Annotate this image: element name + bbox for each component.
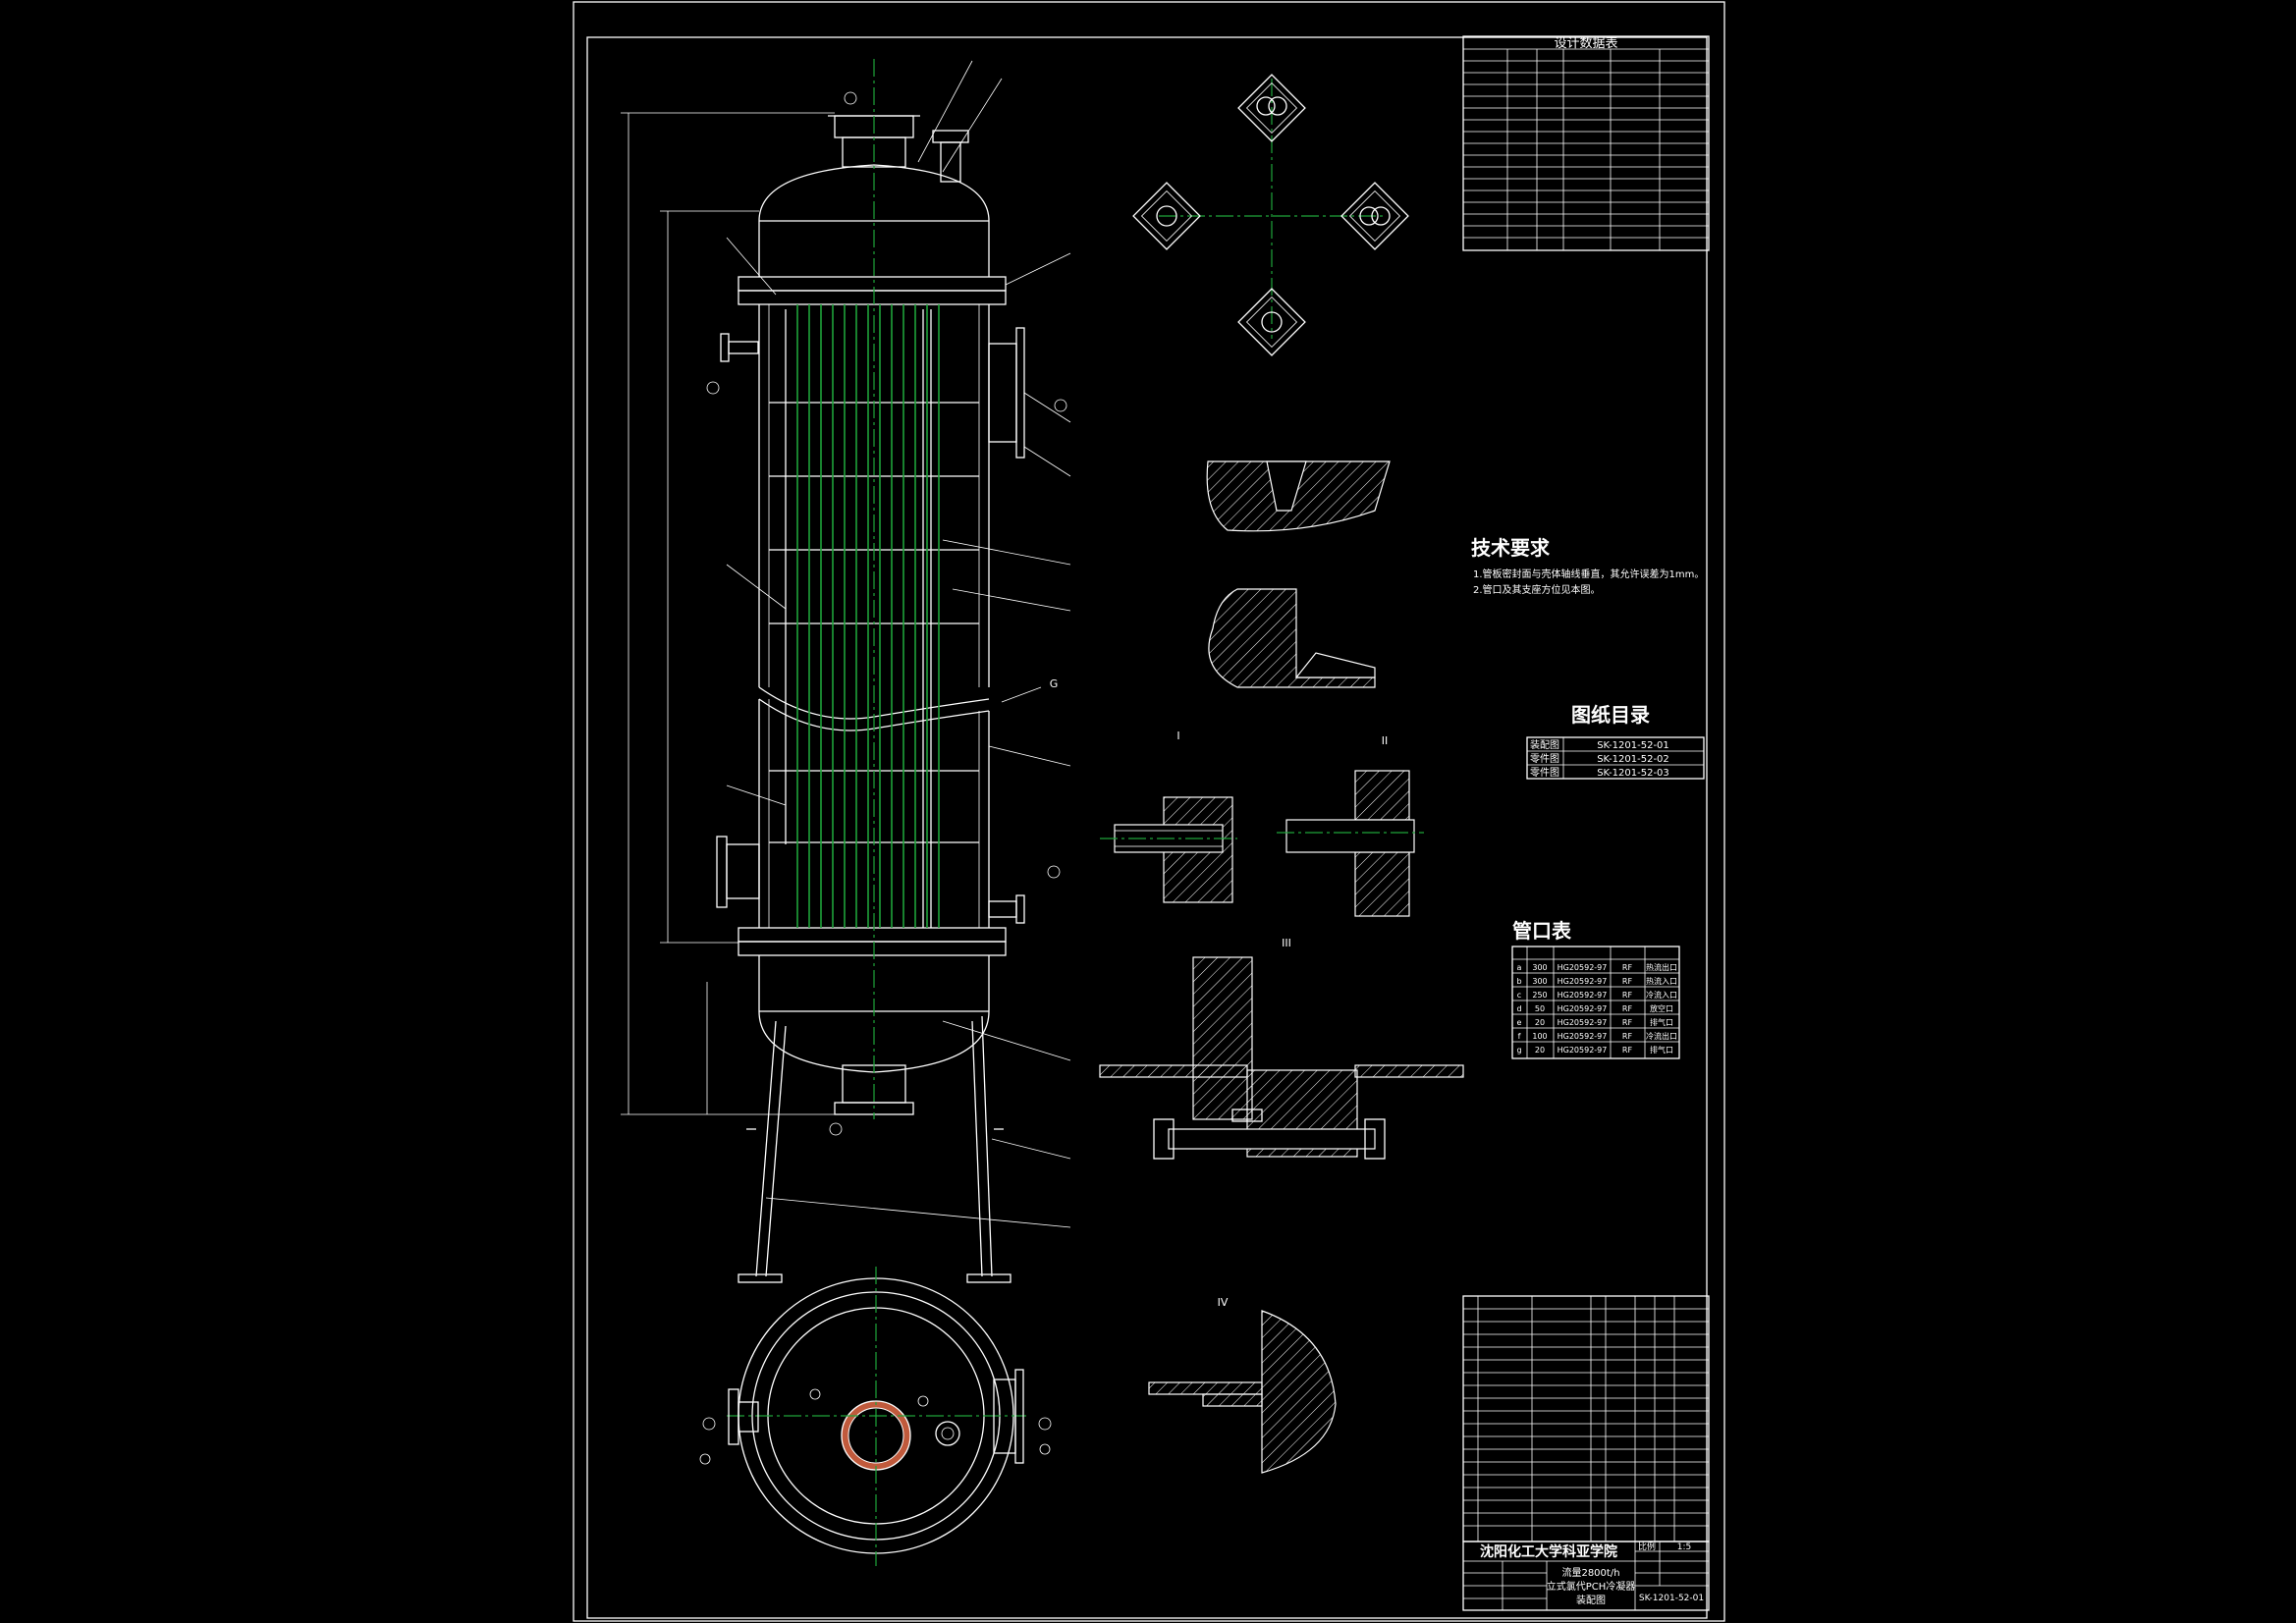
tech-req-line-2: 2.管口及其支座方位见本图。 xyxy=(1473,583,1601,596)
nozzle-a-mark: a xyxy=(1517,963,1522,972)
nozzle-f-dn: 100 xyxy=(1532,1032,1547,1041)
drawing-list-type-3: 零件图 xyxy=(1530,767,1559,779)
nozzle-e-use: 排气口 xyxy=(1650,1017,1673,1027)
flange-bolt-detail: III xyxy=(1099,937,1464,1160)
title-block: 沈阳化工大学科亚学院 流量2800t/h 立式氯代PCH冷凝器 装配图 比例 1… xyxy=(1462,1541,1710,1611)
nozzle-e-face: RF xyxy=(1622,1018,1633,1027)
detail-3-label: III xyxy=(1282,937,1291,949)
nozzle-orientation-diagram xyxy=(1132,74,1409,356)
nozzle-c-std: HG20592-97 xyxy=(1558,991,1608,1000)
nozzle-f-mark: f xyxy=(1518,1032,1521,1041)
drawing-list-no-3: SK-1201-52-03 xyxy=(1597,768,1669,779)
school-name: 沈阳化工大学科亚学院 xyxy=(1480,1543,1617,1560)
design-table-title: 设计数据表 xyxy=(1554,36,1617,51)
nozzle-d-face: RF xyxy=(1622,1004,1633,1013)
inner-border xyxy=(586,36,1708,1619)
tech-req-title: 技术要求 xyxy=(1471,536,1551,560)
tube-joint-detail-2: II xyxy=(1277,734,1424,917)
outer-border xyxy=(573,1,1725,1622)
nozzle-f-std: HG20592-97 xyxy=(1558,1032,1608,1041)
nozzle-e-dn: 20 xyxy=(1535,1018,1545,1027)
drawing-list: 图纸目录 装配图 SK-1201-52-01 零件图 SK-1201-52-02… xyxy=(1526,703,1705,780)
design-data-table: 设计数据表 xyxy=(1462,35,1710,251)
drawing-list-no-1: SK-1201-52-01 xyxy=(1597,740,1669,751)
weld-detail-4: IV xyxy=(1148,1296,1337,1474)
tube-joint-detail-1: I xyxy=(1100,730,1237,903)
parts-list xyxy=(1462,1295,1710,1542)
nozzle-g-dn: 20 xyxy=(1535,1046,1545,1055)
drawing-list-type-2: 零件图 xyxy=(1530,753,1559,765)
nozzle-b-dn: 300 xyxy=(1532,977,1547,986)
drawing-list-type-1: 装配图 xyxy=(1530,738,1559,751)
nozzle-b-std: HG20592-97 xyxy=(1558,977,1608,986)
weld-detail-1 xyxy=(1206,460,1391,532)
nozzle-c-use: 冷流入口 xyxy=(1646,990,1677,1000)
nozzle-d-mark: d xyxy=(1516,1004,1521,1013)
nozzle-d-use: 放空口 xyxy=(1650,1003,1673,1013)
detail-4-label: IV xyxy=(1218,1296,1229,1309)
nozzle-f-face: RF xyxy=(1622,1032,1633,1041)
nozzle-d-std: HG20592-97 xyxy=(1558,1004,1608,1013)
vessel-top-view xyxy=(699,1267,1052,1566)
nozzle-e-std: HG20592-97 xyxy=(1558,1018,1608,1027)
nozzle-b-face: RF xyxy=(1622,977,1633,986)
nozzle-a-face: RF xyxy=(1622,963,1633,972)
detail-2-label: II xyxy=(1382,734,1389,747)
nozzle-a-dn: 300 xyxy=(1532,963,1547,972)
nozzle-e-mark: e xyxy=(1517,1018,1522,1027)
detail-1-label: I xyxy=(1176,730,1179,742)
nozzle-table: 管口表 a 300 HG20592-97 RF 热流出口 b 300 HG205… xyxy=(1511,919,1680,1059)
drawing-name-line-2: 立式氯代PCH冷凝器 xyxy=(1547,1580,1636,1593)
section-g-label: G xyxy=(1050,677,1059,690)
nozzle-a-std: HG20592-97 xyxy=(1558,963,1608,972)
tube-bundle xyxy=(796,304,940,928)
tech-req-line-1: 1.管板密封面与壳体轴线垂直，其允许误差为1mm。 xyxy=(1473,568,1704,580)
nozzle-table-title: 管口表 xyxy=(1512,919,1572,943)
nozzle-b-mark: b xyxy=(1516,977,1521,986)
nozzle-c-dn: 250 xyxy=(1532,991,1547,1000)
nozzle-g-std: HG20592-97 xyxy=(1558,1046,1608,1055)
nozzle-g-mark: g xyxy=(1516,1046,1521,1055)
scale-value: 1:5 xyxy=(1677,1542,1691,1552)
nozzle-b-use: 热流入口 xyxy=(1646,976,1677,986)
nozzle-g-use: 排气口 xyxy=(1650,1045,1673,1055)
nozzle-f-use: 冷流出口 xyxy=(1646,1031,1677,1041)
drawing-number: SK-1201-52-01 xyxy=(1639,1594,1704,1603)
drawing-list-no-2: SK-1201-52-02 xyxy=(1597,754,1669,765)
nozzle-c-mark: c xyxy=(1517,991,1521,1000)
technical-requirements: 技术要求 1.管板密封面与壳体轴线垂直，其允许误差为1mm。 2.管口及其支座方… xyxy=(1471,536,1704,596)
scale-label: 比例 xyxy=(1638,1541,1656,1552)
drawing-name-line-3: 装配图 xyxy=(1576,1594,1606,1606)
drawing-list-title: 图纸目录 xyxy=(1571,703,1650,727)
nozzle-d-dn: 50 xyxy=(1535,1004,1545,1013)
drawing-name-line-1: 流量2800t/h xyxy=(1561,1566,1619,1579)
nozzle-g-face: RF xyxy=(1622,1046,1633,1055)
weld-detail-2 xyxy=(1208,588,1376,688)
nozzle-c-face: RF xyxy=(1622,991,1633,1000)
vessel-elevation: G xyxy=(621,59,1071,1283)
nozzle-a-use: 热流出口 xyxy=(1646,962,1677,972)
